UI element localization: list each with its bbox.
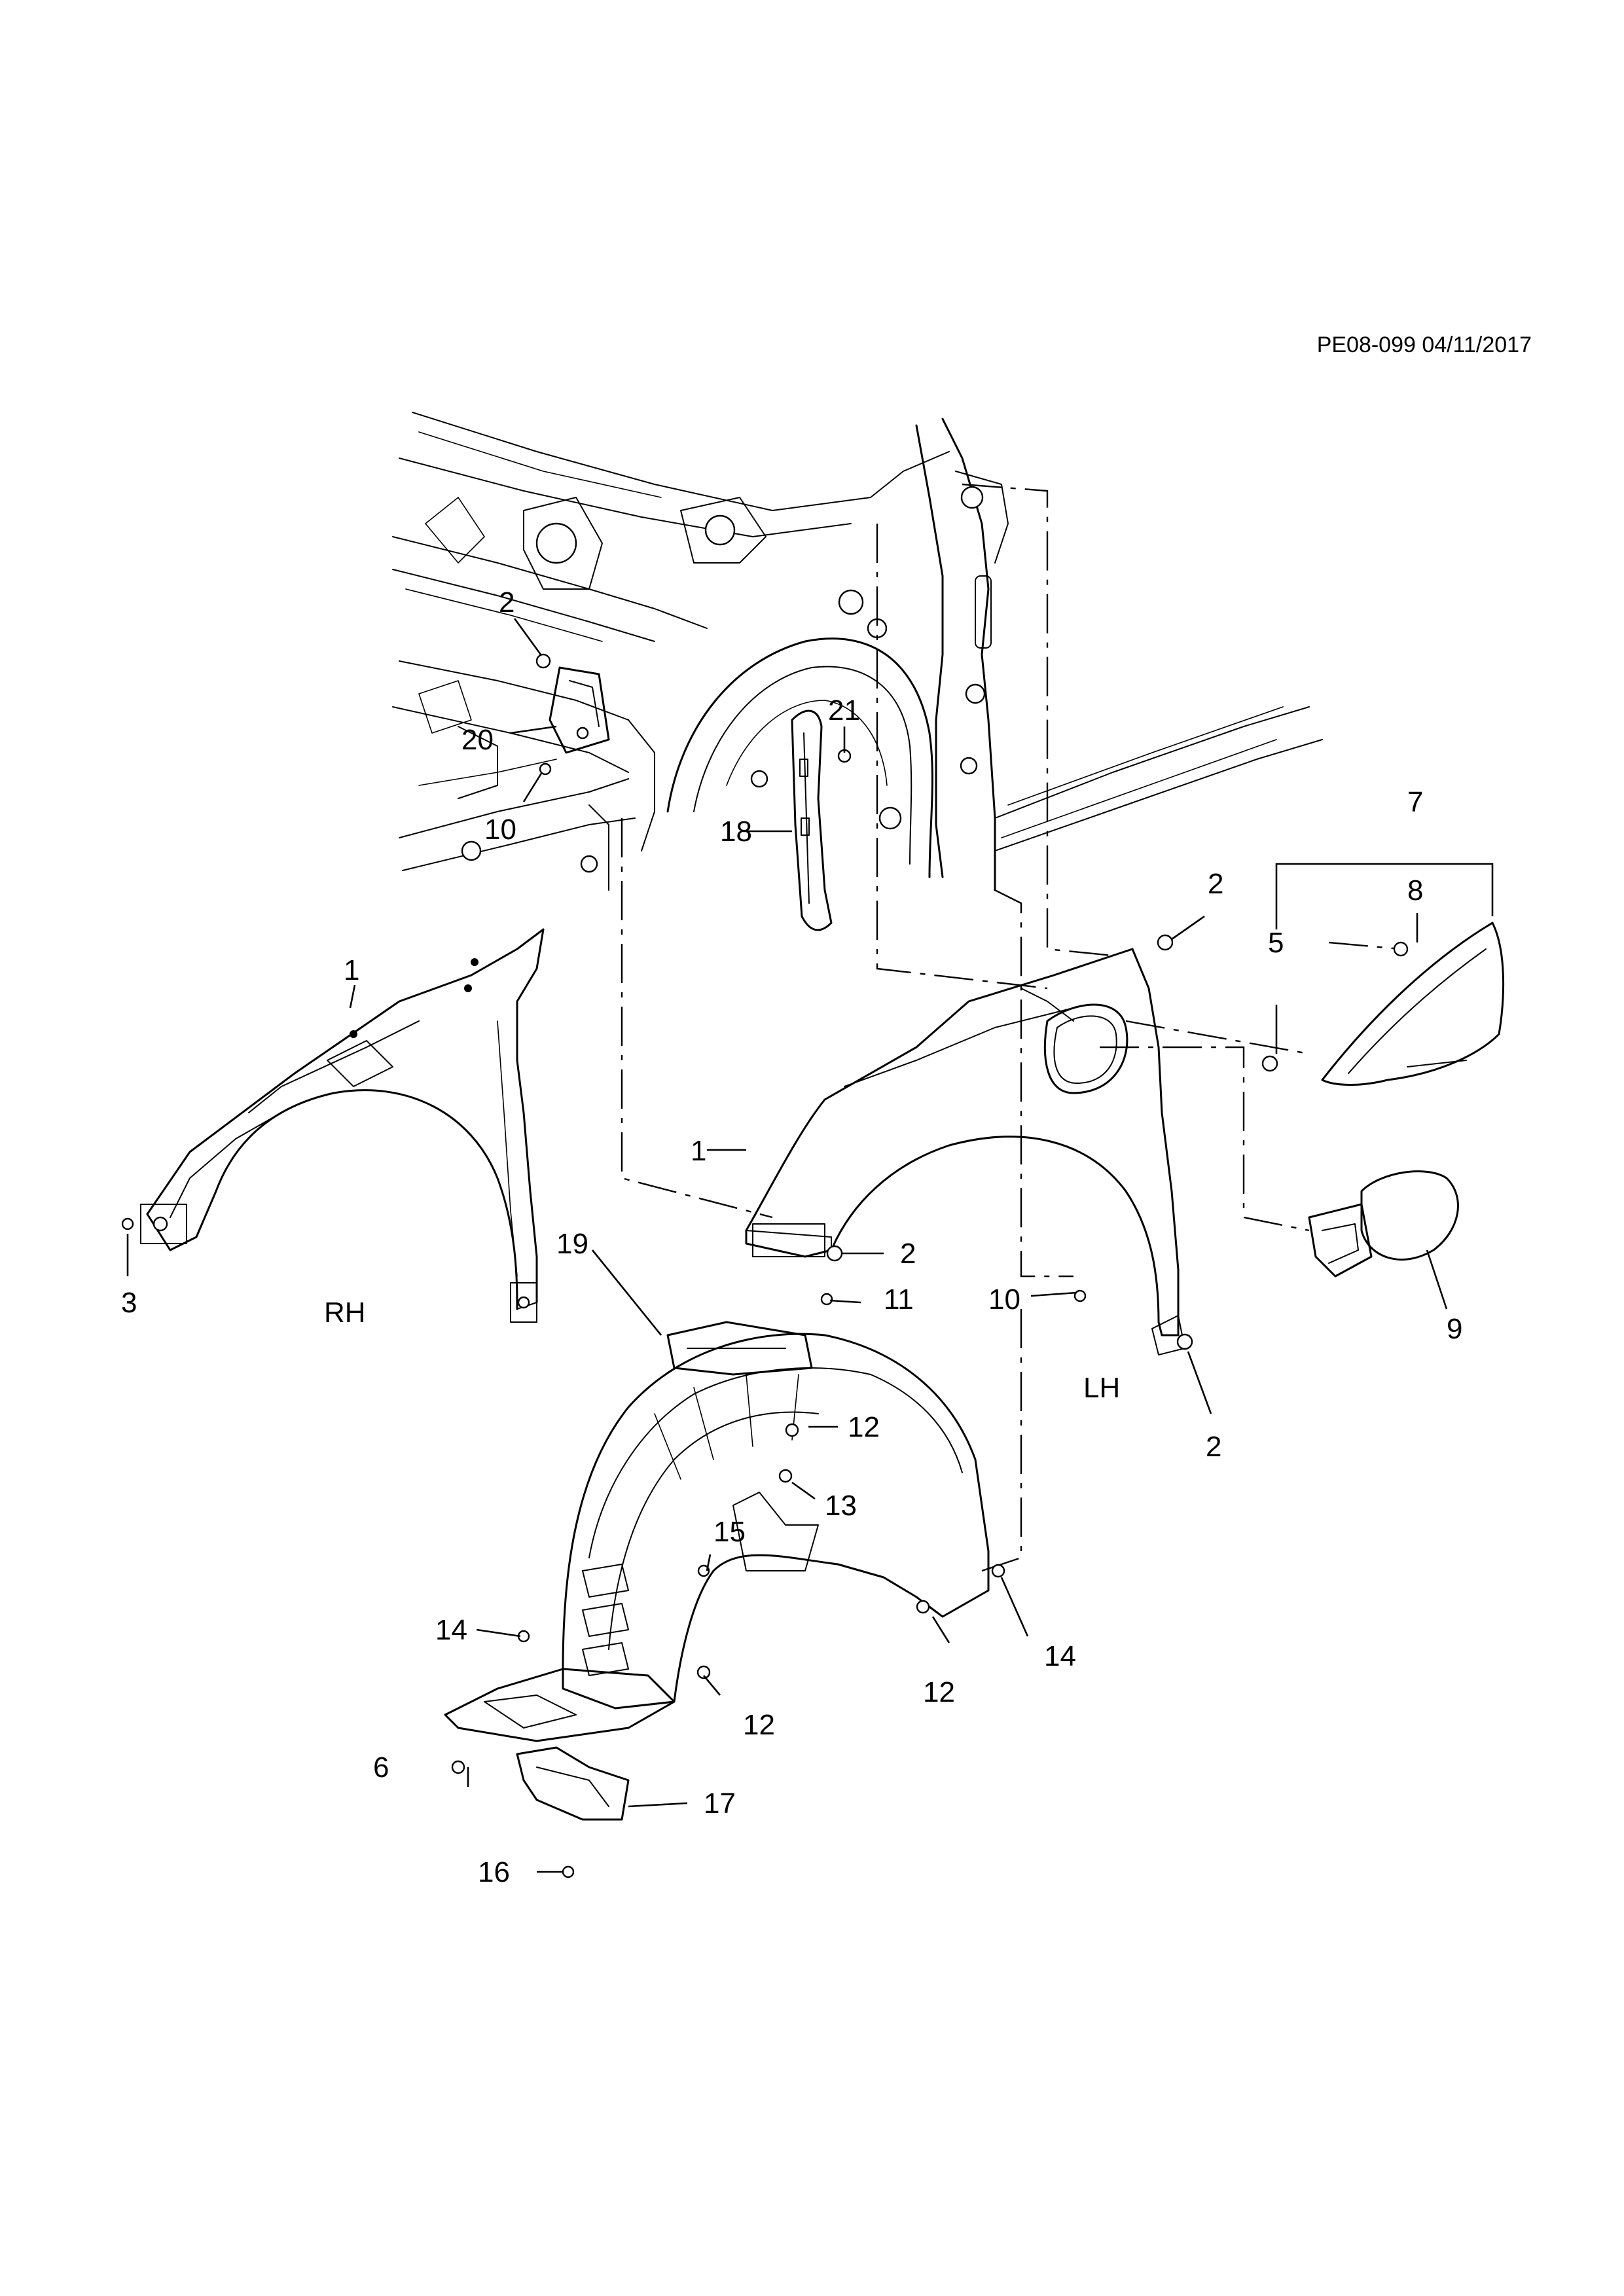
callout-13: 13 [825,1490,857,1522]
callout-12-c: 12 [923,1676,955,1708]
rh-side-label: RH [324,1297,366,1329]
callout-1-lh: 1 [691,1135,706,1167]
fender-bracket-part-20 [549,666,610,754]
callout-3: 3 [121,1287,137,1319]
lh-side-label: LH [1083,1372,1120,1404]
callout-8: 8 [1407,874,1423,906]
callout-19: 19 [556,1228,588,1260]
callout-9: 9 [1447,1313,1462,1345]
callout-20: 20 [461,724,494,756]
reference-code: PE08-099 04/11/2017 [1317,332,1532,357]
wheelhouse-liner-part-19 [444,1321,990,1821]
fuel-door-part-9 [1308,1170,1459,1278]
leader-lines [126,618,1494,1873]
callout-5: 5 [1268,927,1284,959]
callout-labels: 1 1 2 2 2 2 3 5 6 7 8 9 10 10 11 12 12 1… [121,586,1462,1888]
lh-fender-part-1 [745,948,1185,1355]
callout-6: 6 [373,1751,389,1784]
callout-14-a: 14 [1044,1640,1076,1672]
callout-1-rh: 1 [344,954,359,986]
callout-11: 11 [884,1283,914,1316]
callout-7: 7 [1407,786,1423,818]
callout-14-b: 14 [435,1614,467,1646]
callout-2-bottom: 2 [1206,1431,1221,1463]
callout-10-upper: 10 [484,814,516,846]
callout-12-b: 12 [743,1709,775,1741]
callout-2-top: 2 [1208,868,1223,900]
body-structure-illustration [392,412,1323,891]
callout-2-front: 2 [900,1238,916,1270]
callout-16: 16 [478,1856,510,1888]
callout-18: 18 [720,816,752,848]
fasteners [121,653,1409,1878]
fender-molding-part-7 [1321,922,1505,1086]
rh-fender-part-1 [140,928,545,1323]
callout-10-lower: 10 [988,1283,1020,1316]
locator-lines [621,483,1401,1572]
callout-15: 15 [713,1516,746,1548]
callout-21: 21 [828,694,860,726]
callout-12-a: 12 [848,1411,880,1443]
callout-2-bracket: 2 [499,586,514,619]
fender-support-part-18 [791,709,833,931]
callout-17: 17 [704,1787,736,1820]
